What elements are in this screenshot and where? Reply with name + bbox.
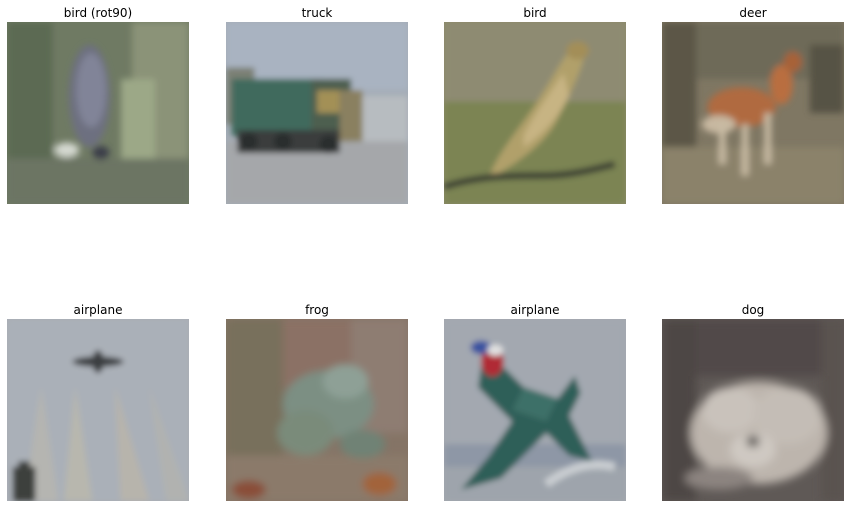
- image-title: bird (rot90): [63, 6, 133, 20]
- bird-rotated-image: [7, 22, 189, 204]
- image-title: truck: [301, 6, 333, 20]
- bird-image: [444, 22, 626, 204]
- image-title: airplane: [73, 303, 123, 317]
- image-title: deer: [739, 6, 767, 20]
- airplane-image: [444, 319, 626, 501]
- airplane-image: [7, 319, 189, 501]
- image-title: bird: [523, 6, 547, 20]
- image-title: dog: [741, 303, 765, 317]
- frog-image: [226, 319, 408, 501]
- image-title: airplane: [510, 303, 560, 317]
- truck-image: [226, 22, 408, 204]
- deer-image: [662, 22, 844, 204]
- image-title: frog: [305, 303, 329, 317]
- dog-image: [662, 319, 844, 501]
